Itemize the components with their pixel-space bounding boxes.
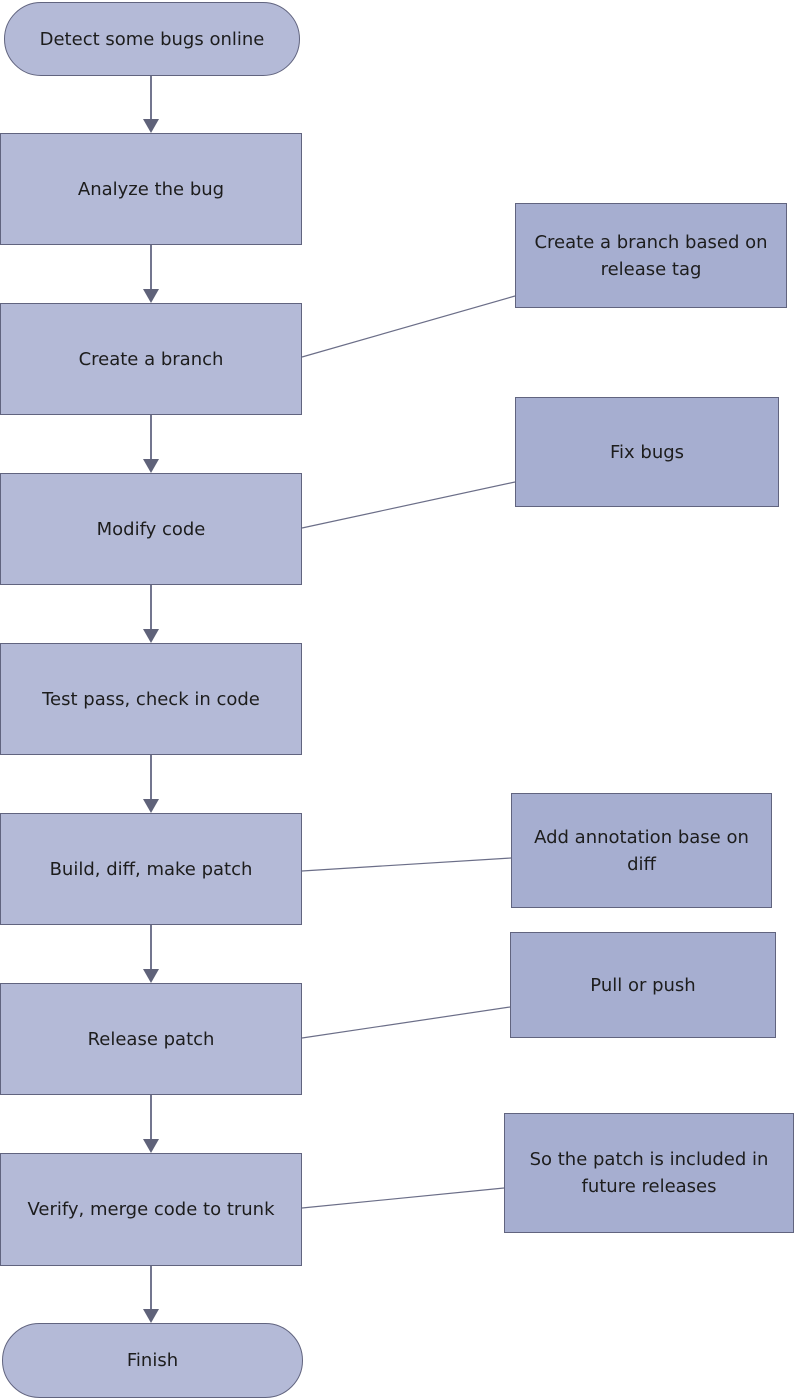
arrowhead-icon bbox=[143, 799, 159, 813]
annotation-future-releases-note: So the patch is included in future relea… bbox=[504, 1113, 794, 1233]
annotation-links bbox=[301, 295, 516, 1209]
annotation-label: Add annotation base on diff bbox=[534, 826, 749, 875]
link-diff-note bbox=[301, 857, 512, 872]
flow-node-label: Detect some bugs online bbox=[39, 28, 265, 50]
annotation-fix-bugs-note: Fix bugs bbox=[515, 397, 779, 507]
arrowhead-icon bbox=[143, 1139, 159, 1153]
flow-node-label: Analyze the bug bbox=[77, 178, 225, 200]
flow-node-label: Release patch bbox=[87, 1028, 215, 1050]
link-create-branch-note bbox=[301, 295, 516, 358]
flow-node-label: Create a branch bbox=[78, 348, 224, 370]
flow-node-label: Finish bbox=[126, 1350, 179, 1371]
link-push-note bbox=[301, 1006, 511, 1039]
arrowhead-icon bbox=[143, 629, 159, 643]
flow-node-release-patch: Release patch bbox=[0, 983, 302, 1095]
link-fix-note bbox=[301, 481, 516, 529]
flow-node-label: Verify, merge code to trunk bbox=[27, 1199, 275, 1220]
flow-node-start: Detect some bugs online bbox=[4, 2, 300, 76]
flow-node-verify-merge: Verify, merge code to trunk bbox=[0, 1153, 302, 1266]
arrowhead-icon bbox=[143, 1309, 159, 1323]
annotation-label: So the patch is included in future relea… bbox=[529, 1149, 769, 1197]
flow-node-modify-code: Modify code bbox=[0, 473, 302, 585]
annotation-label: Pull or push bbox=[590, 974, 696, 996]
flow-node-label: Test pass, check in code bbox=[42, 688, 260, 710]
annotation-create-branch-note: Create a branch based on release tag bbox=[515, 203, 787, 308]
annotation-label: Fix bugs bbox=[609, 441, 685, 463]
annotation-add-annotation-note: Add annotation base on diff bbox=[511, 793, 772, 908]
flow-node-analyze: Analyze the bug bbox=[0, 133, 302, 245]
arrowhead-icon bbox=[143, 289, 159, 303]
flow-node-finish: Finish bbox=[2, 1323, 303, 1398]
flow-node-test-pass: Test pass, check in code bbox=[0, 643, 302, 755]
flow-node-create-branch: Create a branch bbox=[0, 303, 302, 415]
arrowhead-icon bbox=[143, 119, 159, 133]
flow-node-label: Build, diff, make patch bbox=[49, 858, 253, 880]
link-merge-note bbox=[301, 1187, 505, 1209]
annotation-pull-push-note: Pull or push bbox=[510, 932, 776, 1038]
arrowhead-icon bbox=[143, 969, 159, 983]
flow-arrow-heads bbox=[143, 119, 159, 1323]
annotation-label: Create a branch based on release tag bbox=[534, 231, 768, 280]
flow-node-build-diff-patch: Build, diff, make patch bbox=[0, 813, 302, 925]
flow-node-label: Modify code bbox=[96, 518, 206, 540]
arrowhead-icon bbox=[143, 459, 159, 473]
